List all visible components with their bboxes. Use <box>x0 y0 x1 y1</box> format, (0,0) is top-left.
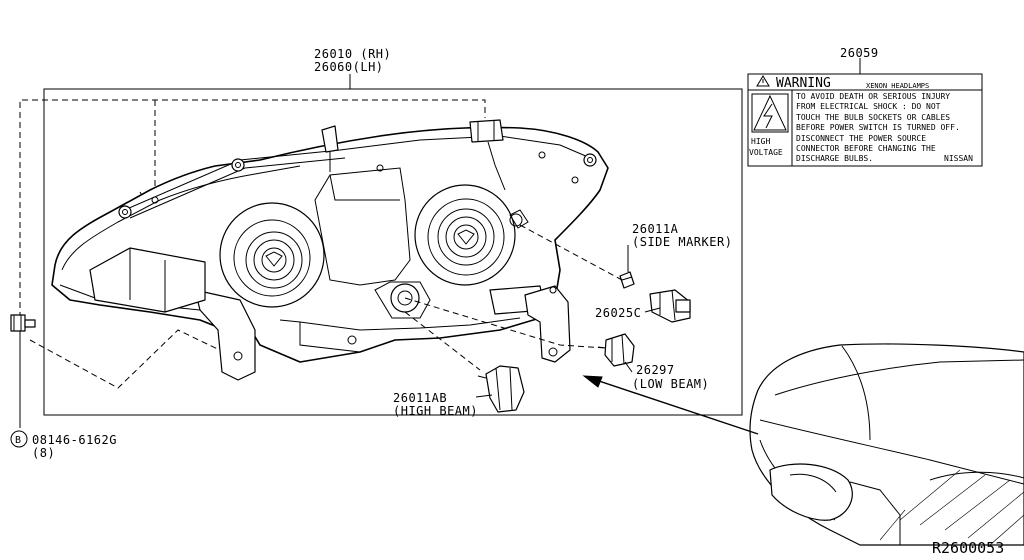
warning-brand: NISSAN <box>944 154 973 163</box>
warning-label: WARNING XENON HEADLAMPS HIGH VOLTAGE TO … <box>747 73 983 167</box>
warning-line-3: TOUCH THE BULB SOCKETS OR CABLES <box>796 113 950 122</box>
vehicle-front-view <box>749 343 1024 546</box>
warning-line-7: DISCHARGE BULBS. <box>796 154 873 163</box>
bolt-qty: (8) <box>32 446 55 460</box>
low-beam-part-no: 26297 <box>636 363 675 377</box>
warning-line-6: CONNECTOR BEFORE CHANGING THE <box>796 144 936 153</box>
warning-line-2: FROM ELECTRICAL SHOCK : DO NOT <box>796 102 941 111</box>
high-beam-desc: (HIGH BEAM) <box>393 404 478 418</box>
socket-part-no: 26025C <box>595 306 641 320</box>
high-beam-part-no: 26011AB <box>393 391 447 405</box>
warning-icon-label-2: VOLTAGE <box>749 148 783 157</box>
low-beam-bulb <box>597 333 635 367</box>
warning-icon-label-1: HIGH <box>751 137 770 146</box>
locator-arrow <box>582 375 759 435</box>
side-marker-bulb <box>619 271 635 289</box>
warning-line-1: TO AVOID DEATH OR SERIOUS INJURY <box>796 92 950 101</box>
high-beam-bulb <box>477 365 525 413</box>
assembly-part-lh: 26060(LH) <box>314 60 384 74</box>
bolt-part-no: 08146-6162G <box>32 433 117 447</box>
side-marker-part-no: 26011A <box>632 222 679 236</box>
warning-line-4: BEFORE POWER SWITCH IS TURNED OFF. <box>796 123 960 132</box>
assembly-part-rh: 26010 (RH) <box>314 47 391 61</box>
side-marker-desc: (SIDE MARKER) <box>632 235 732 249</box>
headlamp-housing <box>51 119 609 381</box>
low-beam-desc: (LOW BEAM) <box>632 377 709 391</box>
high-beam-reflector <box>414 184 516 286</box>
bulb-socket <box>649 289 691 323</box>
bolt-symbol-circle <box>10 430 28 448</box>
bolt-icon <box>10 314 36 428</box>
diagram-ref: R2600053 <box>932 539 1004 557</box>
high-voltage-icon <box>751 93 789 133</box>
warning-line-5: DISCONNECT THE POWER SOURCE <box>796 134 926 143</box>
warning-title: WARNING <box>776 76 831 91</box>
low-beam-reflector <box>219 202 325 308</box>
warning-subtitle: XENON HEADLAMPS <box>866 82 929 90</box>
warning-label-part-no: 26059 <box>840 46 879 60</box>
warning-triangle-icon <box>756 75 770 87</box>
bolt-symbol: B <box>15 435 21 446</box>
assembly-frame <box>43 88 743 416</box>
